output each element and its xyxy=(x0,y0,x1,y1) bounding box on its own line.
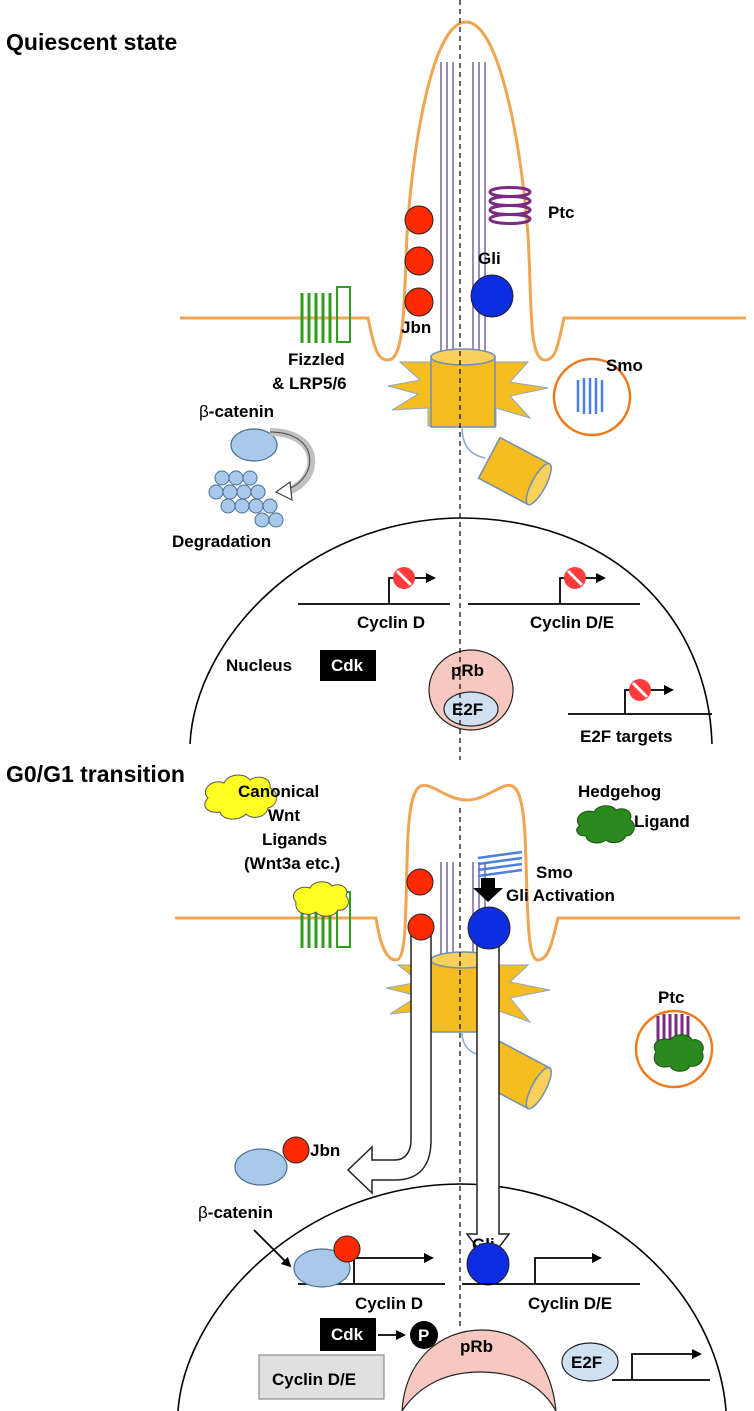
smo-receptor xyxy=(576,378,604,414)
block-icon-bar xyxy=(631,681,649,699)
bound-hedgehog-ligand xyxy=(653,1034,704,1072)
prb-label-2: pRb xyxy=(460,1337,493,1356)
beta-catenin-arrow xyxy=(253,1229,292,1268)
wnt-label-line1: Canonical xyxy=(238,782,319,801)
cyclin-de-label-2: Cyclin D/E xyxy=(528,1294,612,1313)
centriole-link xyxy=(461,426,486,459)
cyclin-de-gene xyxy=(468,573,640,605)
degradation-arrow-outline xyxy=(269,431,311,491)
jbn-label-2: Jbn xyxy=(310,1141,340,1160)
wnt-ligand xyxy=(204,774,277,820)
e2f-targets-label: E2F targets xyxy=(580,727,673,746)
gli-protein-2 xyxy=(467,906,511,950)
cilium-membrane-2 xyxy=(175,784,740,962)
block-icon-bar xyxy=(566,569,584,587)
cyclin-d-label-2: Cyclin D xyxy=(355,1294,423,1313)
gli-activation-label: Gli Activation xyxy=(506,886,615,905)
wnt-label-line3: Ligands xyxy=(262,830,327,849)
frizzled-label-line1: Fizzled xyxy=(288,350,345,369)
jbn-protein xyxy=(333,1235,361,1263)
arrow-icon xyxy=(473,878,503,902)
cyclin-d-gene xyxy=(298,573,450,605)
bound-wnt-ligand xyxy=(292,881,349,917)
jbn-protein xyxy=(404,287,434,317)
degraded-beta-catenin xyxy=(208,470,284,528)
phosphate-label: P xyxy=(418,1326,429,1345)
jbn-protein xyxy=(404,246,434,276)
frizzled-receptor xyxy=(300,286,351,343)
degradation-label: Degradation xyxy=(172,532,271,551)
smo-label-2: Smo xyxy=(536,863,573,882)
quiescent-title: Quiescent state xyxy=(6,29,177,55)
nucleus-label: Nucleus xyxy=(226,656,292,675)
e2f-targets-gene xyxy=(568,685,712,715)
beta-catenin-2 xyxy=(234,1148,288,1186)
e2f-label: E2F xyxy=(452,700,483,719)
daughter-centriole xyxy=(477,436,552,506)
cdk-box xyxy=(320,650,376,681)
e2f-label-2: E2F xyxy=(571,1353,602,1372)
cyclin-d-label: Cyclin D xyxy=(357,613,425,632)
ptc-label-2: Ptc xyxy=(658,988,684,1007)
block-icon-bar xyxy=(395,569,413,587)
ptc-label: Ptc xyxy=(548,203,574,222)
hedgehog-ligand xyxy=(576,805,635,844)
ptc-vesicle xyxy=(634,1009,714,1089)
basal-body xyxy=(430,348,496,428)
axoneme xyxy=(440,62,486,380)
cilium-membrane xyxy=(180,20,746,362)
wnt-label-line2: Wnt xyxy=(268,806,300,825)
jbn-protein xyxy=(407,913,435,941)
nucleus-envelope-2 xyxy=(177,1183,727,1411)
hh-label-line1: Hedgehog xyxy=(578,782,661,801)
jbn-protein xyxy=(404,205,434,235)
e2f-target-gene-2 xyxy=(612,1349,710,1381)
jbn-protein xyxy=(406,868,434,896)
hh-label-line2: Ligand xyxy=(634,812,690,831)
cdk-label: Cdk xyxy=(331,656,364,675)
prb-protein-2 xyxy=(401,1329,557,1411)
cyclin-de-gene-2 xyxy=(462,1253,640,1285)
jbn-protein xyxy=(282,1136,310,1164)
frizzled-label-line2: & LRP5/6 xyxy=(272,374,347,393)
wnt-label-line4: (Wnt3a etc.) xyxy=(244,854,340,873)
smo-receptor-2 xyxy=(477,850,523,878)
gli-protein-3 xyxy=(466,1242,510,1286)
gli-protein xyxy=(470,274,514,318)
beta-catenin-bound xyxy=(293,1248,351,1288)
transition-title: G0/G1 transition xyxy=(6,761,185,787)
phosphate-icon xyxy=(410,1321,438,1349)
cdk-box-2 xyxy=(320,1318,376,1351)
jbn-label: Jbn xyxy=(401,318,431,337)
e2f-protein-2 xyxy=(561,1342,619,1382)
ptc-receptor xyxy=(488,186,532,225)
degradation-arrow-head xyxy=(274,480,293,502)
cyclin-de-box xyxy=(258,1354,385,1400)
e2f-protein xyxy=(443,691,499,727)
beta-catenin-label: β-catenin xyxy=(199,402,274,421)
smo-label: Smo xyxy=(606,356,643,375)
jbn-translocation-arrow xyxy=(346,927,432,1195)
beta-catenin xyxy=(230,428,278,462)
smo-vesicle xyxy=(552,357,632,437)
gli-label: Gli xyxy=(478,249,501,268)
cyclin-de-box-label: Cyclin D/E xyxy=(272,1370,356,1389)
prb-label: pRb xyxy=(451,661,484,680)
cdk-label-2: Cdk xyxy=(331,1325,364,1344)
cyclin-de-label: Cyclin D/E xyxy=(530,613,614,632)
beta-catenin-label-2: β-catenin xyxy=(198,1203,273,1222)
